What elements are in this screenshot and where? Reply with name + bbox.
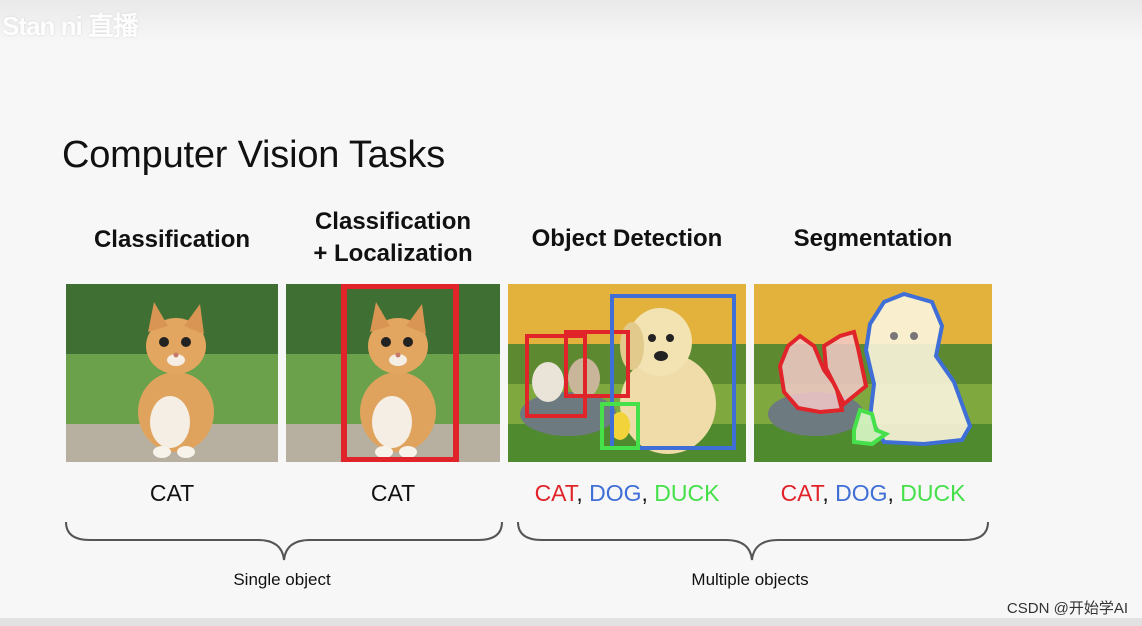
label-duck: DUCK [654, 480, 720, 506]
label-dog: DOG [835, 480, 888, 506]
label-separator: , [887, 480, 901, 506]
heading-classification: Classification [93, 226, 251, 253]
caption-localization: CAT [286, 480, 500, 507]
multiple-objects-brace [517, 521, 989, 561]
label-separator: , [576, 480, 590, 506]
dog-box [610, 294, 736, 450]
label-separator: , [822, 480, 836, 506]
segmentation-image [754, 284, 992, 462]
group-label-single: Single object [233, 570, 331, 589]
label-cat: CAT [149, 480, 195, 506]
label-cat: CAT [780, 480, 823, 506]
classification-image [66, 284, 278, 462]
label-duck: DUCK [900, 480, 966, 506]
bottom-strip [0, 618, 1142, 626]
slide-title: Computer Vision Tasks [62, 134, 446, 176]
video-top-bar: Stan ni 直播 [0, 0, 1142, 42]
channel-logo: Stan ni 直播 [2, 11, 139, 41]
duck-box [600, 402, 640, 450]
cat-mask-1 [777, 333, 845, 415]
cat-bounding-box [341, 284, 459, 462]
heading-segmentation: Segmentation [793, 225, 953, 252]
heading-line-2: + Localization [313, 240, 473, 267]
cat-mask-2 [821, 329, 869, 408]
caption-classification: CAT [66, 480, 278, 507]
single-object-brace [65, 521, 503, 561]
csdn-watermark: CSDN @开始学AI [1006, 600, 1128, 617]
heading-object-detection: Object Detection [531, 225, 723, 252]
caption-detection: CAT, DOG, DUCK [508, 480, 746, 507]
localization-image [286, 284, 500, 462]
heading-line-1: Classification [314, 208, 472, 235]
label-cat: CAT [370, 480, 416, 506]
detection-image [508, 284, 746, 462]
heading-classification-localization: Classification + Localization [286, 206, 500, 270]
dog-mask [863, 291, 973, 447]
cat-box-2 [564, 330, 630, 398]
label-cat: CAT [534, 480, 577, 506]
label-dog: DOG [589, 480, 642, 506]
duck-mask [852, 407, 891, 447]
cat-box-1 [525, 334, 587, 418]
group-label-multiple: Multiple objects [691, 570, 809, 589]
caption-segmentation: CAT, DOG, DUCK [754, 480, 992, 507]
label-separator: , [641, 480, 655, 506]
